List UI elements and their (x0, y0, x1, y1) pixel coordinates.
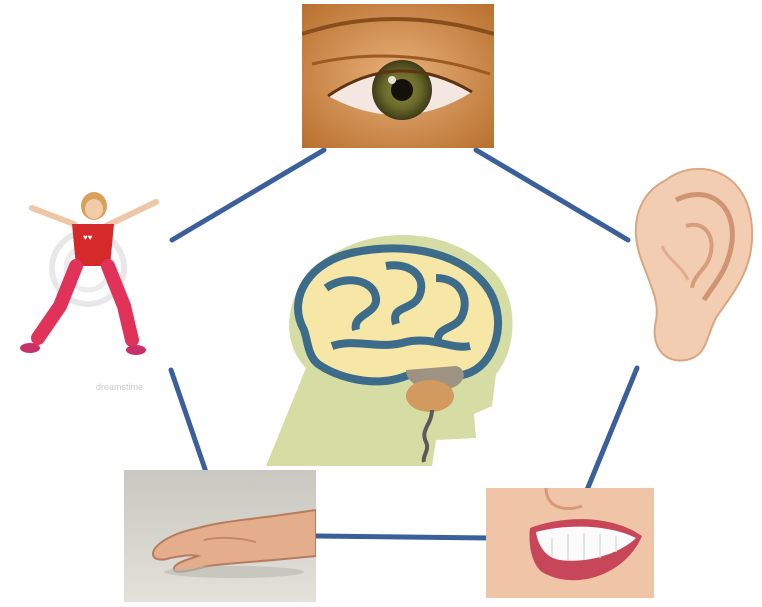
hand-icon (124, 470, 316, 602)
connector-mouth-hand (316, 536, 490, 538)
connector-hand-girl (171, 370, 206, 472)
ear-icon (628, 160, 758, 365)
brain-head-icon (256, 218, 526, 468)
watermark-text: dreamstime (96, 382, 143, 392)
shirt-print: ♥♥ (83, 233, 93, 242)
connector-ear-mouth (587, 368, 637, 490)
jumping-girl-icon: ♥♥ (14, 188, 174, 378)
mouth-smile-icon (486, 488, 654, 598)
eye-icon (302, 4, 494, 148)
